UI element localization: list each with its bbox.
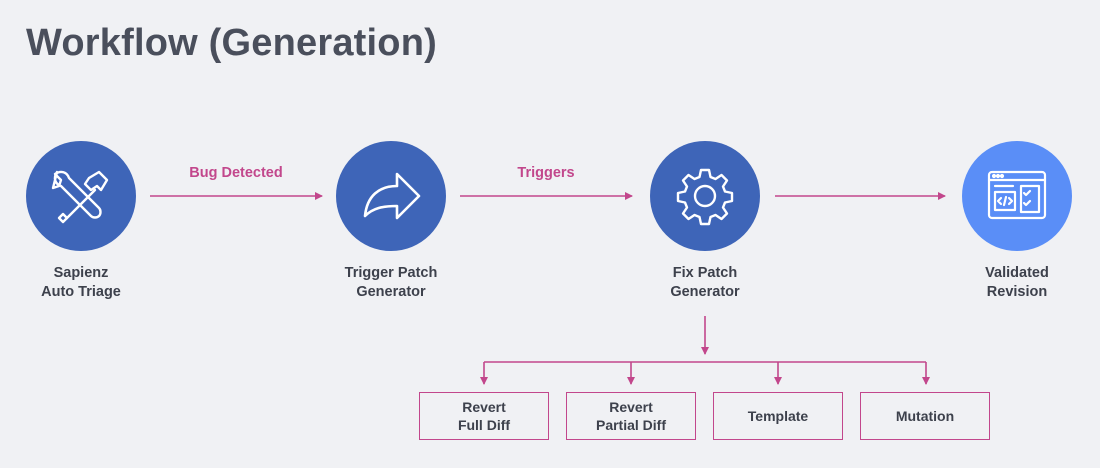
strategy-box-template: Template <box>713 392 843 440</box>
node-trigger-patch-generator <box>336 141 446 251</box>
forward-arrow-icon <box>363 172 421 220</box>
strategy-box-mutation: Mutation <box>860 392 990 440</box>
edge-label-triggers: Triggers <box>517 165 575 181</box>
edge-label-bug-detected: Bug Detected <box>189 165 283 181</box>
gear-icon <box>676 168 734 226</box>
code-window-icon <box>987 170 1047 220</box>
wrench-hammer-icon <box>51 170 109 224</box>
node-fix-patch-generator <box>650 141 760 251</box>
node-sapienz <box>26 141 136 251</box>
node-validated-revision <box>962 141 1072 251</box>
page-title: Workflow (Generation) <box>26 22 437 64</box>
